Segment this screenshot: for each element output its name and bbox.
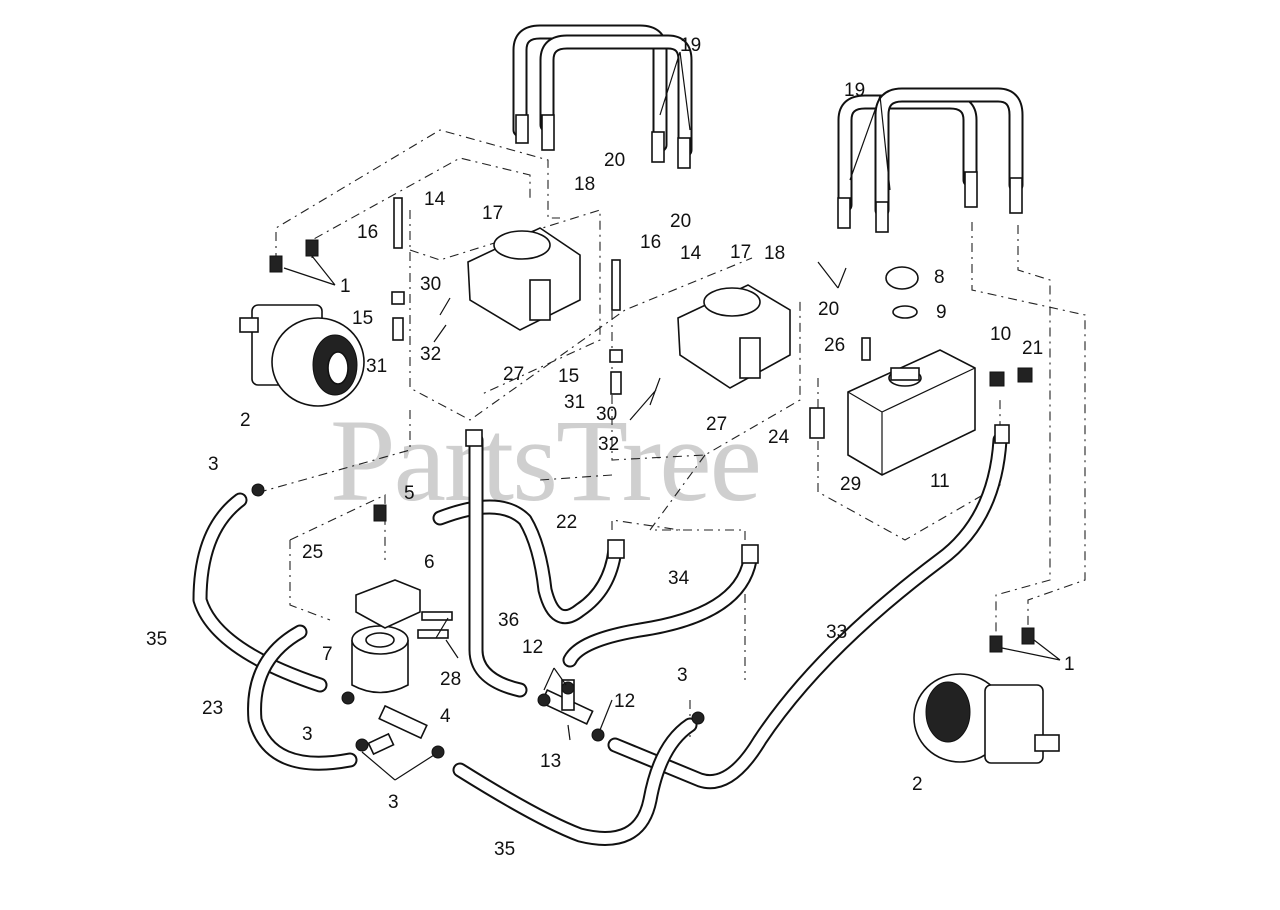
- tee-fitting: [367, 704, 428, 756]
- hose-22: [432, 499, 623, 625]
- callout-1: 1: [1064, 654, 1075, 675]
- fittings-hardware: [251, 114, 1035, 759]
- assembly-dash-lines: [259, 129, 1086, 740]
- callout-2: 2: [240, 410, 251, 431]
- callout-32: 32: [598, 434, 619, 455]
- hydrostatic-pump-right: [677, 284, 791, 389]
- hose-23: [247, 624, 358, 771]
- callout-31: 31: [564, 392, 585, 413]
- partstree-watermark: PartsTree: [330, 395, 760, 526]
- callout-16: 16: [357, 222, 378, 243]
- callout-21: 21: [1022, 338, 1043, 359]
- callout-26: 26: [824, 335, 845, 356]
- hydrostatic-pump-left: [467, 227, 581, 331]
- callout-28: 28: [440, 669, 461, 690]
- callout-20: 20: [818, 299, 839, 320]
- callout-14: 14: [424, 189, 446, 210]
- callout-22: 22: [556, 512, 577, 533]
- hydraulic-reservoir: [847, 349, 976, 476]
- callout-27: 27: [503, 364, 524, 385]
- callout-8: 8: [934, 267, 945, 288]
- callout-24: 24: [768, 427, 790, 448]
- callout-23: 23: [202, 698, 223, 719]
- callout-2: 2: [912, 774, 923, 795]
- callout-35: 35: [494, 839, 515, 860]
- callout-11: 11: [930, 471, 950, 492]
- callout-33: 33: [826, 622, 847, 643]
- callout-3: 3: [302, 724, 313, 745]
- hose-33: [607, 432, 1008, 790]
- callout-20: 20: [604, 150, 625, 171]
- callout-5: 5: [404, 483, 415, 504]
- callout-32: 32: [420, 344, 441, 365]
- callout-35: 35: [146, 629, 167, 650]
- callout-10: 10: [990, 324, 1011, 345]
- callout-30: 30: [596, 404, 617, 425]
- callout-1: 1: [340, 276, 351, 297]
- callout-3: 3: [388, 792, 399, 813]
- hose-34: [562, 552, 758, 668]
- filter-head: [355, 579, 453, 639]
- callout-7: 7: [322, 644, 333, 665]
- callout-29: 29: [840, 474, 861, 495]
- callout-13: 13: [540, 751, 561, 772]
- callout-19: 19: [844, 80, 865, 101]
- hoses-19-right: [837, 87, 1024, 218]
- hose-35-bottom: [452, 717, 698, 846]
- hoses-19-left: [512, 24, 693, 158]
- callout-16: 16: [640, 232, 661, 253]
- callout-6: 6: [424, 552, 435, 573]
- leader-lines: [283, 51, 1061, 781]
- callout-18: 18: [574, 174, 595, 195]
- hose-36: [468, 432, 528, 698]
- callout-3: 3: [208, 454, 219, 475]
- callout-15: 15: [558, 366, 579, 387]
- callout-17: 17: [482, 203, 503, 224]
- callout-27: 27: [706, 414, 727, 435]
- callout-15: 15: [352, 308, 373, 329]
- callout-20: 20: [670, 211, 691, 232]
- callout-34: 34: [668, 568, 690, 589]
- callout-12: 12: [614, 691, 635, 712]
- wheel-motor-right: [913, 673, 1060, 764]
- reservoir-cap: [885, 266, 919, 319]
- callout-31: 31: [366, 356, 387, 377]
- callout-18: 18: [764, 243, 785, 264]
- callout-25: 25: [302, 542, 323, 563]
- oil-filter: [351, 625, 409, 694]
- callout-12: 12: [522, 637, 543, 658]
- callout-3: 3: [677, 665, 688, 686]
- callout-14: 14: [680, 243, 702, 264]
- callout-19: 19: [680, 35, 701, 56]
- callout-30: 30: [420, 274, 441, 295]
- wheel-motor-left: [239, 304, 365, 407]
- callout-36: 36: [498, 610, 519, 631]
- callout-17: 17: [730, 242, 751, 263]
- callout-4: 4: [440, 706, 451, 727]
- callout-labels: 19 20 18 20 14 17 16 1 15 30 32 31 27 2 …: [146, 35, 1075, 860]
- callout-9: 9: [936, 302, 947, 323]
- hose-35-left: [192, 492, 328, 693]
